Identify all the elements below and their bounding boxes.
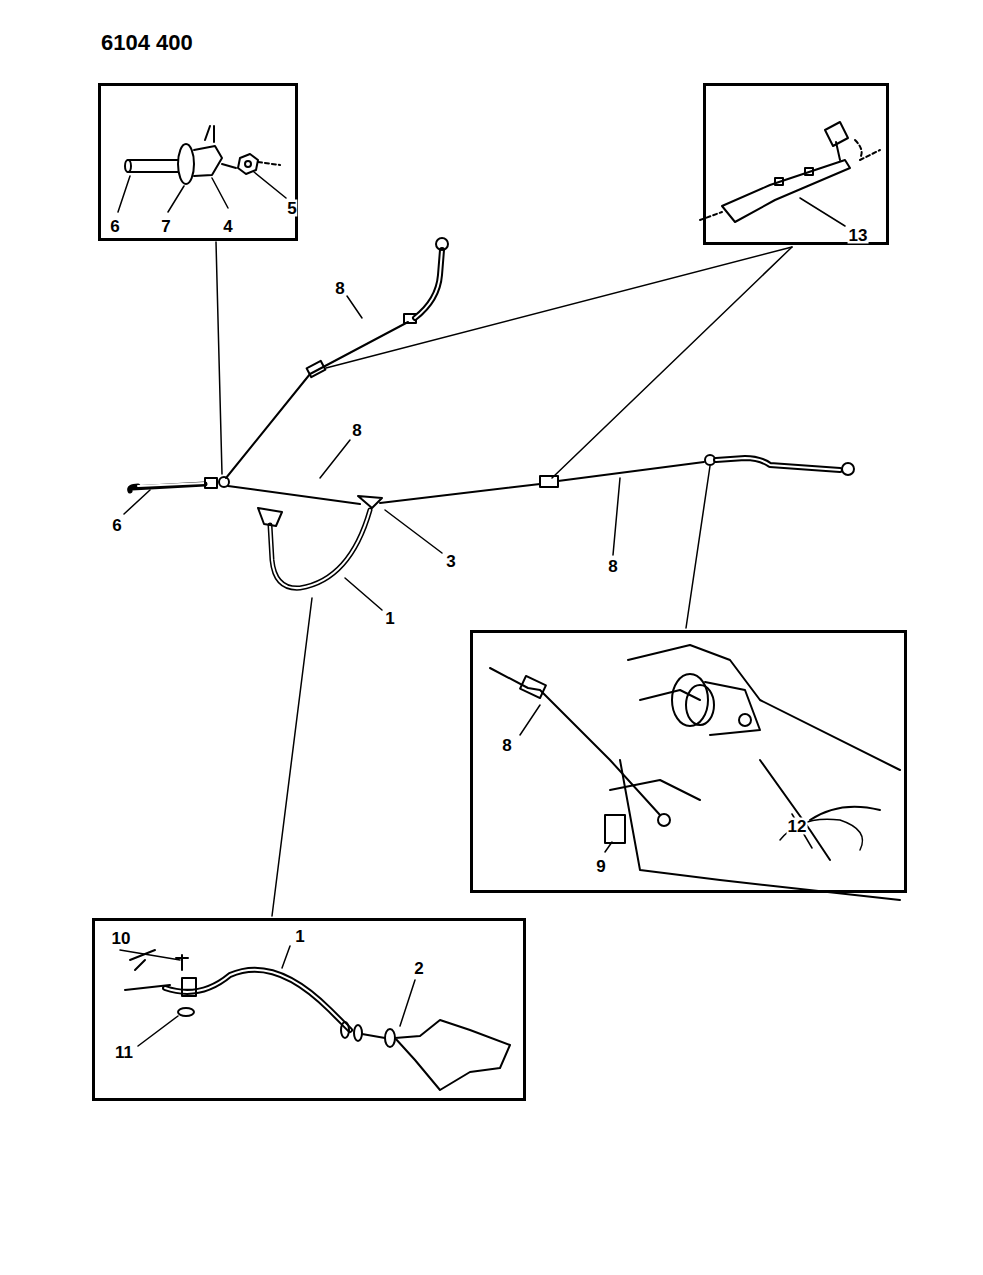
callout-number: 4: [222, 218, 233, 235]
callout-number: 8: [501, 737, 512, 754]
callout-number: 3: [445, 553, 456, 570]
callout-number: 8: [334, 280, 345, 297]
callout-number: 13: [848, 227, 869, 244]
detail-inset: 6 7 4 5: [98, 83, 298, 241]
detail-inset: 13: [703, 83, 889, 245]
diagram-title: 6104 400: [100, 32, 194, 54]
callout-number: 11: [114, 1044, 134, 1061]
callout-number: 2: [413, 960, 424, 977]
callout-number: 7: [160, 218, 171, 235]
callout-number: 6: [109, 218, 120, 235]
callout-number: 5: [286, 200, 297, 217]
detail-inset: 102111: [92, 918, 526, 1101]
callout-number: 9: [595, 858, 606, 875]
detail-inset: 8 9 12: [470, 630, 907, 893]
callout-number: 8: [607, 558, 618, 575]
callout-number: 1: [384, 610, 395, 627]
callout-number: 10: [111, 930, 132, 947]
callout-number: 12: [787, 818, 808, 835]
callout-number: 1: [294, 928, 305, 945]
callout-number: 8: [351, 422, 362, 439]
callout-number: 6: [111, 517, 122, 534]
